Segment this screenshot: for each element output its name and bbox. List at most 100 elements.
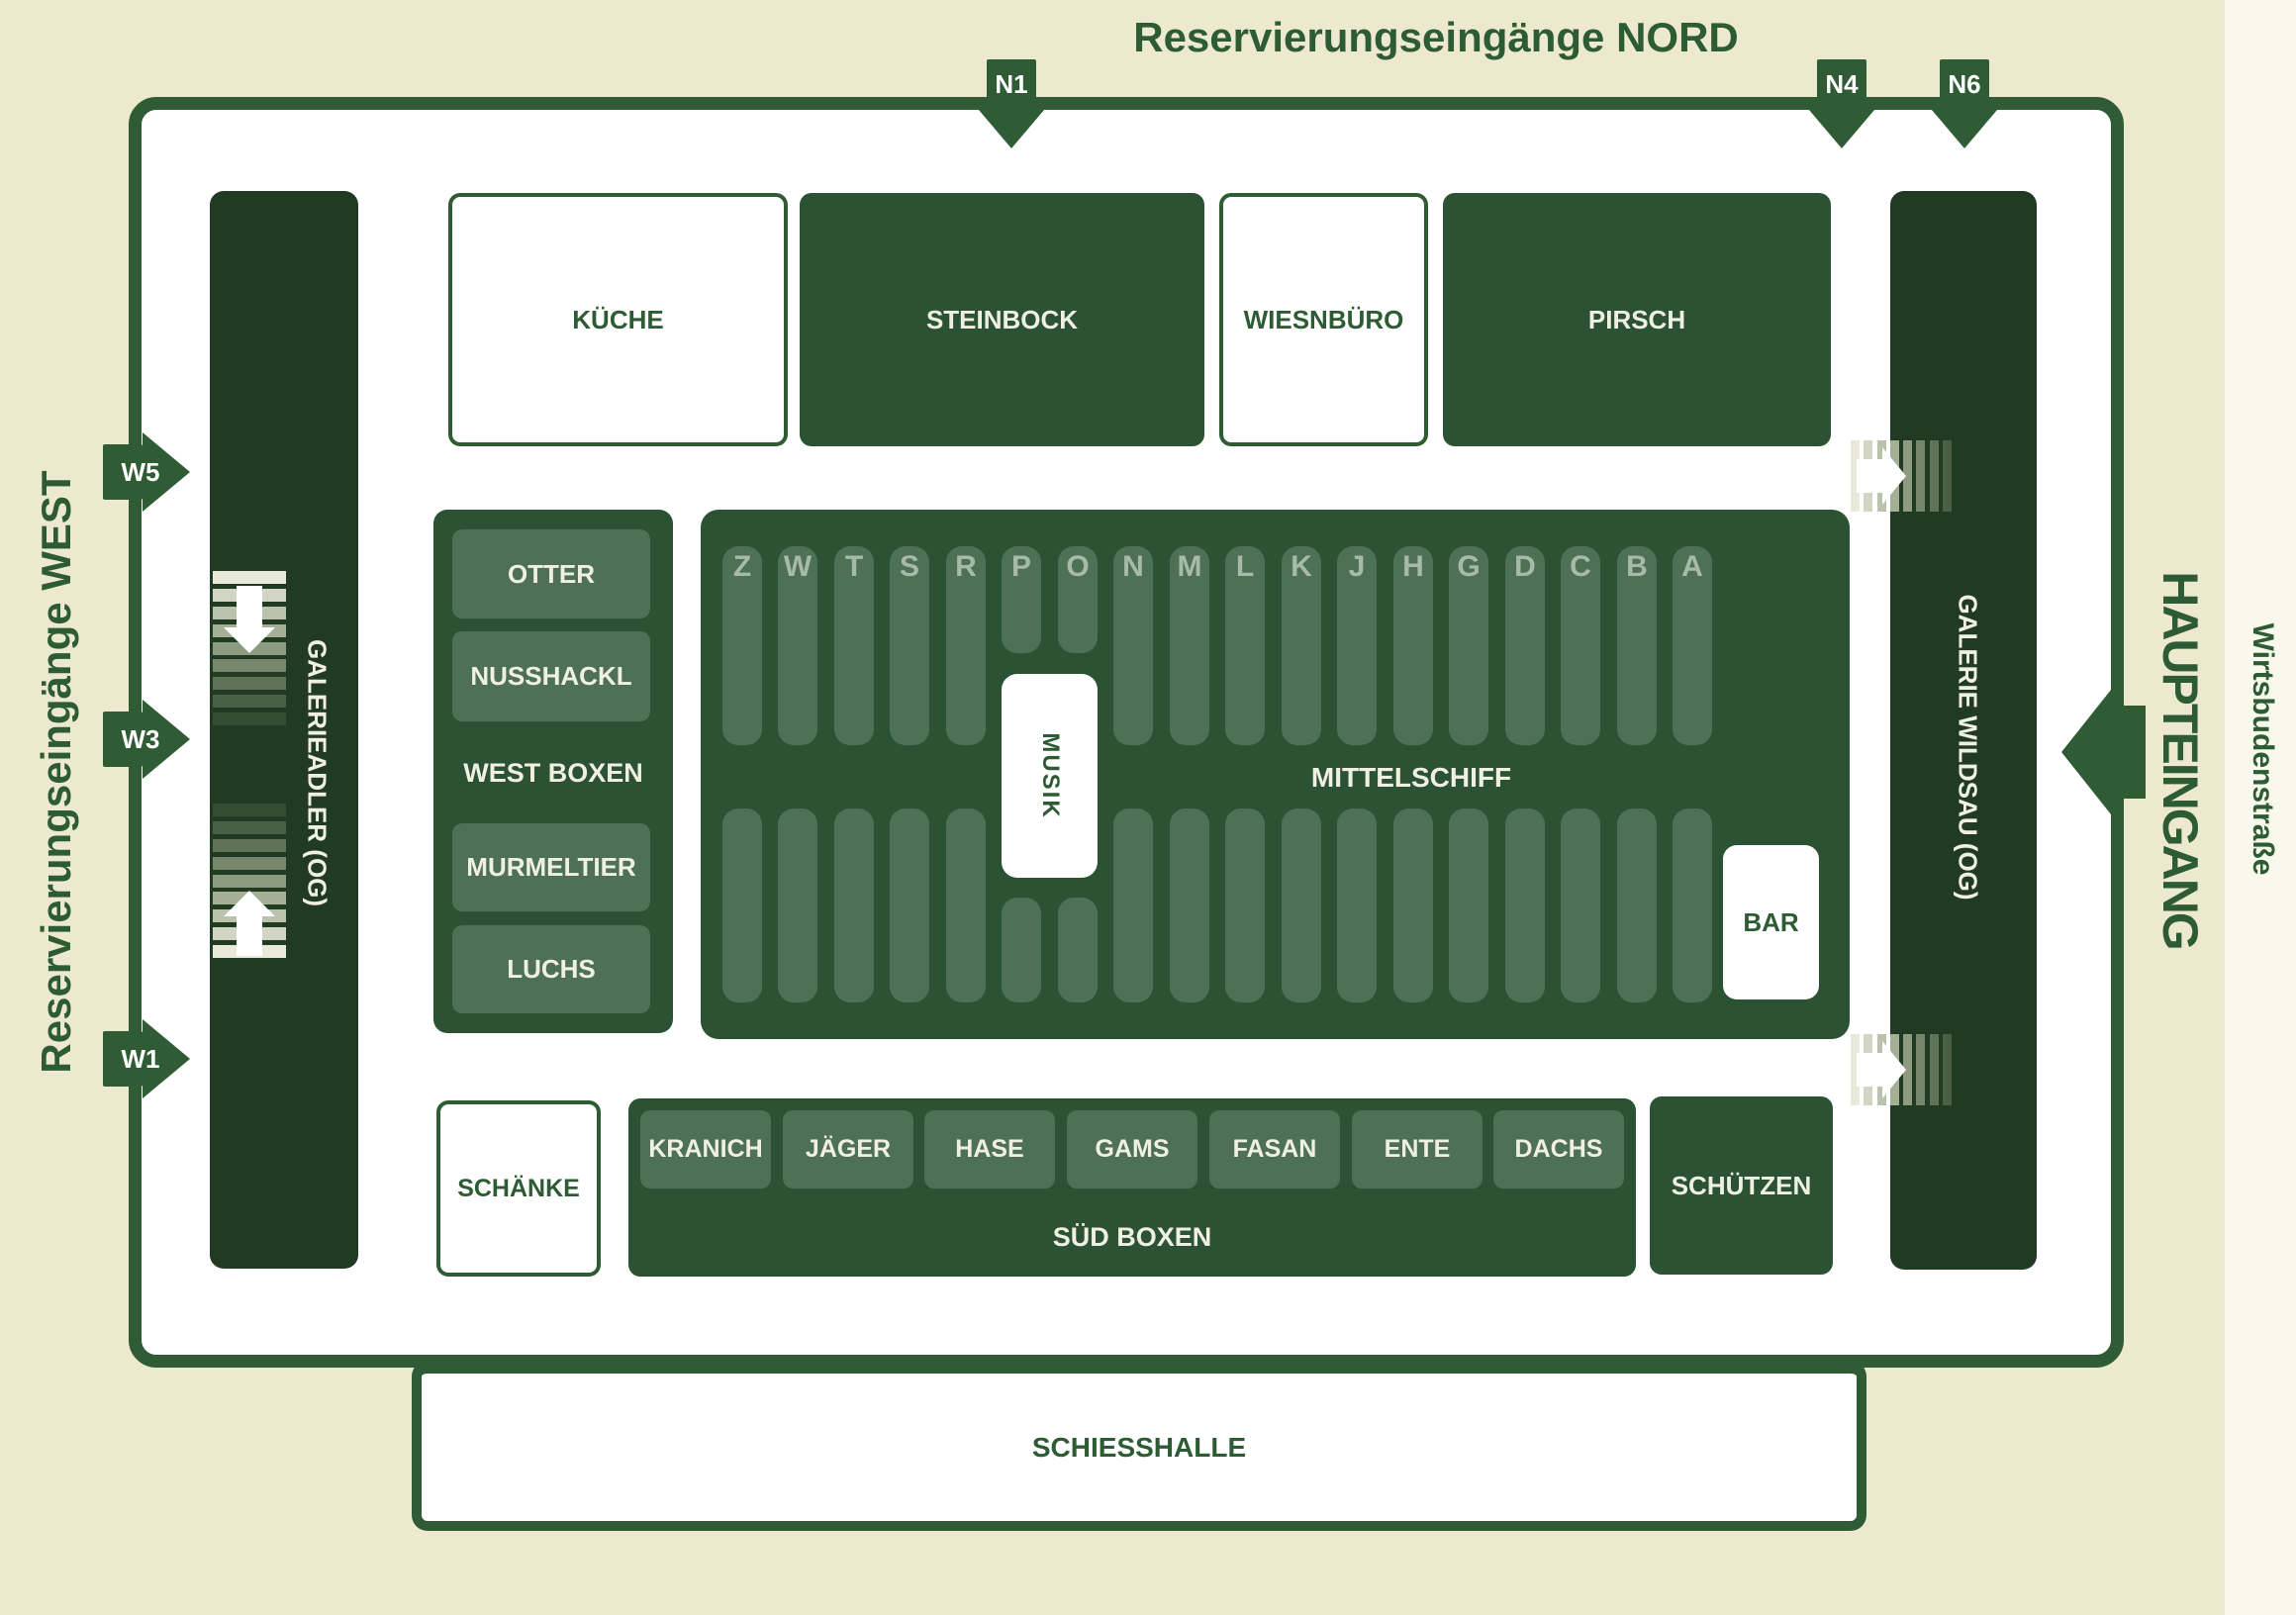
sued-box-7: DACHS [1493, 1110, 1624, 1188]
seating-column-J-north: J [1337, 546, 1377, 745]
stairs-up-arrow-icon [237, 916, 262, 956]
entrance-w5-label: W5 [121, 456, 160, 487]
stair-step [1929, 1034, 1939, 1105]
stairs-down-arrow-icon [237, 586, 262, 627]
sued-box-3: HASE [924, 1110, 1055, 1188]
stair-step [213, 712, 286, 725]
box-nusshackl: NUSSHACKL [452, 631, 650, 721]
seating-column-H-south [1393, 808, 1433, 1002]
seating-column-D-north: D [1505, 546, 1545, 745]
column-letter-Z: Z [732, 550, 752, 583]
stairs-right-arrow-icon [1857, 1053, 1882, 1087]
stair-step [1942, 1034, 1952, 1105]
stair-step [213, 820, 286, 834]
stair-step [213, 838, 286, 852]
stairs-west-lower [213, 804, 286, 958]
column-letter-K: K [1291, 550, 1312, 583]
sued-box-2: JÄGER [783, 1110, 913, 1188]
column-letter-L: L [1235, 550, 1255, 583]
column-letter-O: O [1066, 550, 1090, 583]
entrance-w3: W3 [103, 700, 194, 779]
street-background-strip [2225, 0, 2296, 1615]
box-murmeltier: MURMELTIER [452, 823, 650, 911]
stairs-west-upper [213, 571, 286, 725]
stair-step [213, 677, 286, 691]
stairs-east-lower [1851, 1034, 1952, 1105]
seating-column-A-north: A [1673, 546, 1712, 745]
entrance-n1: N1 [973, 59, 1050, 150]
main-entrance-arrow-stem [2114, 706, 2146, 799]
seating-column-R-south [946, 808, 986, 1002]
stair-step [1916, 440, 1926, 512]
seating-column-O-north: O [1058, 546, 1098, 653]
sued-box-1: KRANICH [640, 1110, 771, 1188]
sued-boxen-label: SÜD BOXEN [1052, 1221, 1212, 1252]
stairs-right-arrow-icon [1857, 459, 1882, 493]
column-letter-M: M [1177, 550, 1202, 583]
sued-box-5: FASAN [1209, 1110, 1340, 1188]
seating-column-Z-south [722, 808, 762, 1002]
column-letter-N: N [1122, 550, 1144, 583]
entrance-n6-arrow-icon [1926, 103, 2003, 148]
stair-step [1903, 1034, 1913, 1105]
seating-column-C-south [1561, 808, 1600, 1002]
entrance-w5: W5 [103, 432, 194, 512]
sued-box-4: GAMS [1067, 1110, 1197, 1188]
entrance-w1: W1 [103, 1019, 194, 1098]
entrance-w1-box [103, 1031, 143, 1087]
room-schaenke: SCHÄNKE [436, 1100, 601, 1277]
gallery-adler-strip: GALERIEADLER (OG) [210, 191, 358, 1269]
seating-column-N-north: N [1113, 546, 1153, 745]
entrance-n6-box [1940, 59, 1989, 103]
box-otter: OTTER [452, 529, 650, 618]
entrance-w3-arrow-icon [143, 700, 190, 779]
room-pirsch: PIRSCH [1443, 193, 1831, 446]
stairs-right-arrowhead-icon [1882, 447, 1906, 505]
entrance-n4-label: N4 [1825, 68, 1859, 99]
stair-step [213, 856, 286, 870]
seating-column-T-north: T [834, 546, 874, 745]
entrance-w1-label: W1 [121, 1043, 160, 1074]
musik-label: MUSIK [1036, 732, 1064, 819]
gallery-adler-label: GALERIEADLER (OG) [302, 638, 333, 907]
column-letter-C: C [1570, 550, 1591, 583]
bar-box: BAR [1723, 845, 1819, 999]
seating-column-Z-north: Z [722, 546, 762, 745]
column-letter-A: A [1681, 550, 1703, 583]
stairs-right-arrowhead-icon [1882, 1041, 1906, 1098]
title-north-entrances: Reservierungseingänge NORD [1133, 14, 1739, 60]
column-letter-P: P [1010, 550, 1031, 583]
stairs-down-arrowhead-icon [224, 627, 275, 653]
seating-column-D-south [1505, 808, 1545, 1002]
entrance-n6: N6 [1926, 59, 2003, 150]
seating-column-W-south [778, 808, 817, 1002]
seating-column-L-south [1225, 808, 1265, 1002]
room-kueche: KÜCHE [448, 193, 788, 446]
column-letter-S: S [899, 550, 919, 583]
entrance-n4: N4 [1803, 59, 1880, 150]
column-letter-W: W [783, 550, 813, 583]
room-schiesshalle: SCHIESSHALLE [412, 1361, 1866, 1531]
entrance-n1-label: N1 [995, 68, 1028, 99]
seating-column-L-north: L [1225, 546, 1265, 745]
column-letter-G: G [1457, 550, 1481, 583]
seating-column-J-south [1337, 808, 1377, 1002]
column-letter-J: J [1348, 550, 1366, 583]
seating-column-M-south [1170, 808, 1209, 1002]
gallery-wildsau-label: GALERIE WILDSAU (OG) [1953, 594, 1983, 901]
seating-column-R-north: R [946, 546, 986, 745]
column-letter-H: H [1402, 550, 1424, 583]
room-steinbock: STEINBOCK [800, 193, 1204, 446]
room-schuetzen: SCHÜTZEN [1650, 1096, 1833, 1275]
seating-column-S-north: S [890, 546, 929, 745]
column-letter-D: D [1514, 550, 1536, 583]
seating-column-H-north: H [1393, 546, 1433, 745]
gallery-wildsau-strip: GALERIE WILDSAU (OG) [1890, 191, 2037, 1270]
box-luchs: LUCHS [452, 925, 650, 1013]
stair-step [213, 874, 286, 888]
stair-step [213, 659, 286, 673]
seating-column-G-north: G [1449, 546, 1488, 745]
stair-step [213, 571, 286, 584]
